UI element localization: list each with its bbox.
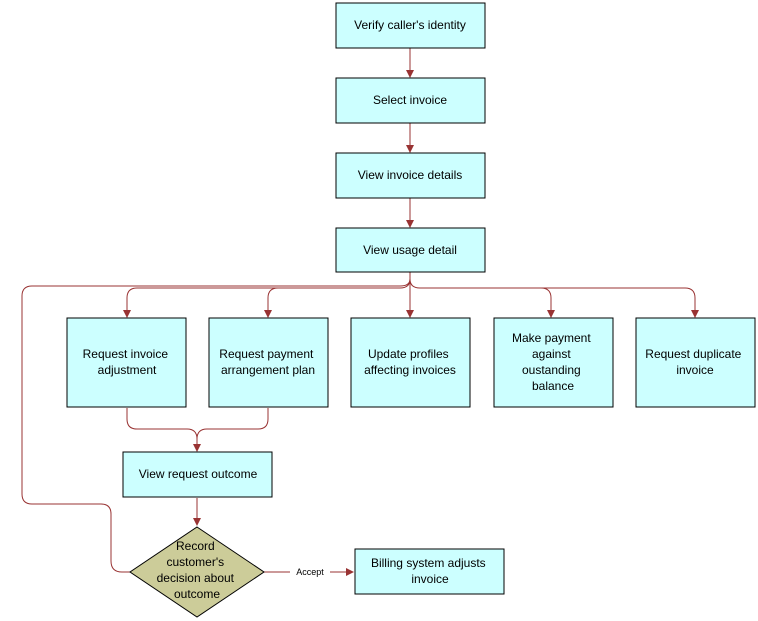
fanout-right-bus <box>409 278 696 310</box>
node-view-usage-detail[interactable]: View usage detail <box>335 227 486 273</box>
node-update-profiles[interactable]: Update profiles affecting invoices <box>350 317 471 408</box>
svg-text:Verify caller's identity: Verify caller's identity <box>354 18 466 32</box>
node-label-line: invoice <box>411 572 449 586</box>
arrowhead <box>547 310 555 318</box>
edge-usage-to-decision <box>21 278 411 573</box>
svg-text:View invoice details: View invoice details <box>358 168 463 182</box>
node-label-line: decision about <box>157 571 235 585</box>
arrowhead <box>691 310 699 318</box>
arrowhead <box>346 568 354 576</box>
node-label-line: Request invoice <box>83 347 169 361</box>
fanout-left-bus <box>126 278 411 310</box>
node-record-decision[interactable]: Record customer's decision about outcome <box>129 526 265 618</box>
fanout-branch-payment <box>540 287 552 310</box>
svg-text:Request payment arrangem: Request payment arrangement plan <box>219 347 316 377</box>
node-label-line: Request duplicate <box>645 347 741 361</box>
svg-text:Record customer's: Record customer's decision about outcome <box>157 539 238 601</box>
process-box <box>335 2 486 49</box>
node-label-line: affecting invoices <box>364 363 456 377</box>
node-label-line: against <box>532 347 571 361</box>
svg-text:Billing system adjusts i: Billing system adjusts invoice <box>371 556 489 586</box>
node-label-line: invoice <box>676 363 714 377</box>
process-box <box>208 317 329 408</box>
svg-text:Select invoice: Select invoice <box>373 93 447 107</box>
node-label: Select invoice <box>373 93 447 107</box>
arrowhead <box>406 145 414 153</box>
node-label: View usage detail <box>363 243 457 257</box>
svg-text:Request duplicate invoic: Request duplicate invoice <box>645 347 744 377</box>
node-label: View invoice details <box>358 168 463 182</box>
connectors: Accept <box>21 48 699 578</box>
node-label-line: balance <box>532 379 574 393</box>
edge-adjust-merge <box>126 408 198 445</box>
node-make-payment[interactable]: Make payment against oustanding balance <box>493 317 614 408</box>
node-request-invoice-adjustment[interactable]: Request invoice adjustment <box>66 317 187 408</box>
process-box <box>350 317 471 408</box>
arrowhead <box>264 310 272 318</box>
node-label-line: customer's <box>167 555 225 569</box>
process-box <box>335 227 486 273</box>
svg-text:Make payment against: Make payment against oustanding balance <box>512 331 594 393</box>
node-view-request-outcome[interactable]: View request outcome <box>122 451 273 498</box>
node-label-line: Billing system adjusts <box>371 556 486 570</box>
node-billing-system-adjusts[interactable]: Billing system adjusts invoice <box>354 548 505 595</box>
node-label-line: oustanding <box>522 363 581 377</box>
node-request-payment-arrangement[interactable]: Request payment arrangement plan <box>208 317 329 408</box>
arrowhead <box>193 444 201 452</box>
node-label-line: adjustment <box>98 363 157 377</box>
node-label-line: Make payment <box>512 331 591 345</box>
svg-text:View request outcome: View request outcome <box>139 467 258 481</box>
fanout-branch-payplan <box>267 287 279 310</box>
svg-text:Update profiles affectin: Update profiles affecting invoices <box>364 347 456 377</box>
process-box <box>335 77 486 124</box>
arrowhead <box>123 310 131 318</box>
arrowhead <box>406 70 414 78</box>
process-box <box>635 317 756 408</box>
svg-text:View usage detail: View usage detail <box>363 243 457 257</box>
arrowhead <box>406 220 414 228</box>
edge-label-accept: Accept <box>296 567 324 577</box>
node-label-line: Request payment <box>219 347 314 361</box>
process-box <box>66 317 187 408</box>
node-label: View request outcome <box>139 467 258 481</box>
node-label: Verify caller's identity <box>354 18 466 32</box>
node-verify-identity[interactable]: Verify caller's identity <box>335 2 486 49</box>
edge-label-background <box>290 565 330 578</box>
process-box <box>354 548 505 595</box>
node-label-line: Update profiles <box>368 347 449 361</box>
edge-payplan-merge <box>196 408 269 440</box>
node-view-invoice-details[interactable]: View invoice details <box>335 152 486 199</box>
node-select-invoice[interactable]: Select invoice <box>335 77 486 124</box>
svg-text:Request invoice adjustme: Request invoice adjustment <box>83 347 172 377</box>
process-box <box>335 152 486 199</box>
node-label-line: arrangement plan <box>221 363 315 377</box>
process-box <box>493 317 614 408</box>
node-request-duplicate-invoice[interactable]: Request duplicate invoice <box>635 317 756 408</box>
node-label-line: outcome <box>174 587 220 601</box>
arrowhead <box>193 518 201 526</box>
decision-diamond <box>129 526 265 618</box>
arrowhead <box>406 310 414 318</box>
node-label-line: Record <box>176 539 215 553</box>
process-box <box>122 451 273 498</box>
